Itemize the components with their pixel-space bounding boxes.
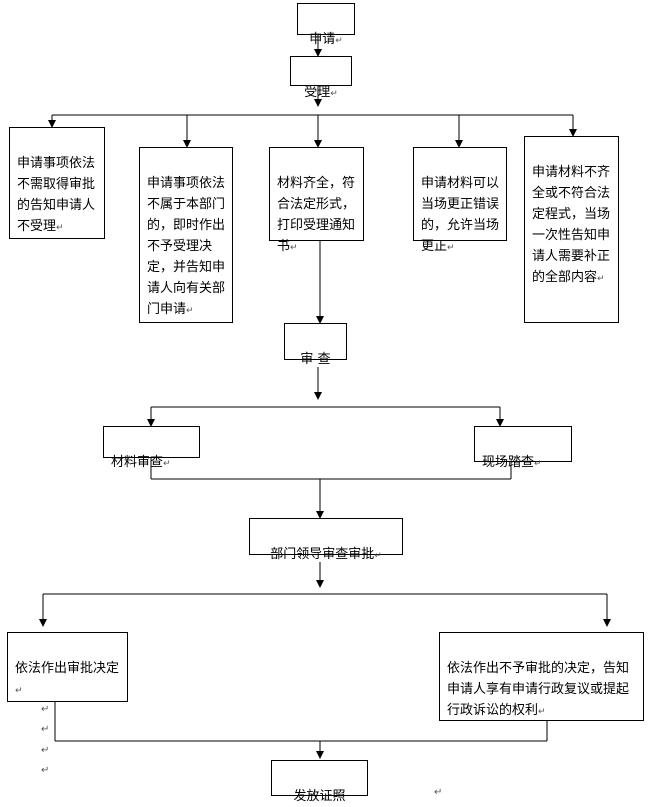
review-label: 审 查 — [300, 352, 331, 367]
errors-correct-text: 申请材料可以当场更正错误的，允许当场更正 — [421, 176, 500, 254]
approve-decision-box: 依法作出审批决定↵ — [7, 632, 128, 702]
paragraph-mark: ↵ — [41, 745, 50, 756]
paragraph-mark: ↵ — [41, 704, 50, 715]
material-review-label: 材料审查 — [111, 455, 164, 470]
not-in-dept-text: 申请事项依法不属于本部门的，即时作出不予受理决定，并告知申请人向有关部门申请 — [147, 176, 226, 317]
reject-decision-box: 依法作出不予审批的决定，告知申请人享有申请行政复议或提起行政诉讼的权利↵ — [439, 632, 644, 721]
materials-incomplete-box: 申请材料不齐全或不符合法定程式，当场一次性告知申请人需要补正的全部内容↵ — [524, 136, 619, 323]
accept-label: 受理 — [304, 85, 331, 100]
materials-complete-box: 材料齐全，符合法定形式，打印受理通知书↵ — [269, 147, 364, 254]
paragraph-mark: ↵ — [41, 724, 50, 735]
site-inspection-box: 现场踏查↵ — [474, 426, 572, 470]
no-approval-box: 申请事项依法不需取得审批的告知申请人不受理↵ — [9, 127, 105, 239]
reject-decision-text: 依法作出不予审批的决定，告知申请人享有申请行政复议或提起行政诉讼的权利 — [447, 661, 630, 718]
issue-license-box: 发放证照 — [271, 760, 368, 804]
materials-complete-text: 材料齐全，符合法定形式，打印受理通知书 — [277, 176, 356, 254]
leader-approval-box: 部门领导审查审批↵ — [249, 518, 403, 562]
leader-approval-label: 部门领导审查审批 — [270, 547, 375, 562]
issue-license-label: 发放证照 — [293, 789, 346, 804]
paragraph-mark: ↵ — [41, 765, 50, 776]
accept-box: 受理↵ — [290, 56, 352, 100]
site-inspection-label: 现场踏查 — [482, 455, 535, 470]
paragraph-mark: ↵ — [434, 787, 443, 798]
materials-incomplete-text: 申请材料不齐全或不符合法定程式，当场一次性告知申请人需要补正的全部内容 — [532, 165, 611, 285]
apply-box: 申请↵ — [297, 3, 355, 47]
review-box: 审 查 — [284, 323, 347, 367]
apply-label: 申请 — [309, 32, 336, 47]
approve-decision-text: 依法作出审批决定 — [15, 661, 120, 676]
material-review-box: 材料审查↵ — [103, 426, 200, 470]
not-in-dept-box: 申请事项依法不属于本部门的，即时作出不予受理决定，并告知申请人向有关部门申请↵ — [139, 147, 233, 323]
no-approval-text: 申请事项依法不需取得审批的告知申请人不受理 — [17, 156, 96, 234]
errors-correct-box: 申请材料可以当场更正错误的，允许当场更正↵ — [413, 147, 507, 254]
